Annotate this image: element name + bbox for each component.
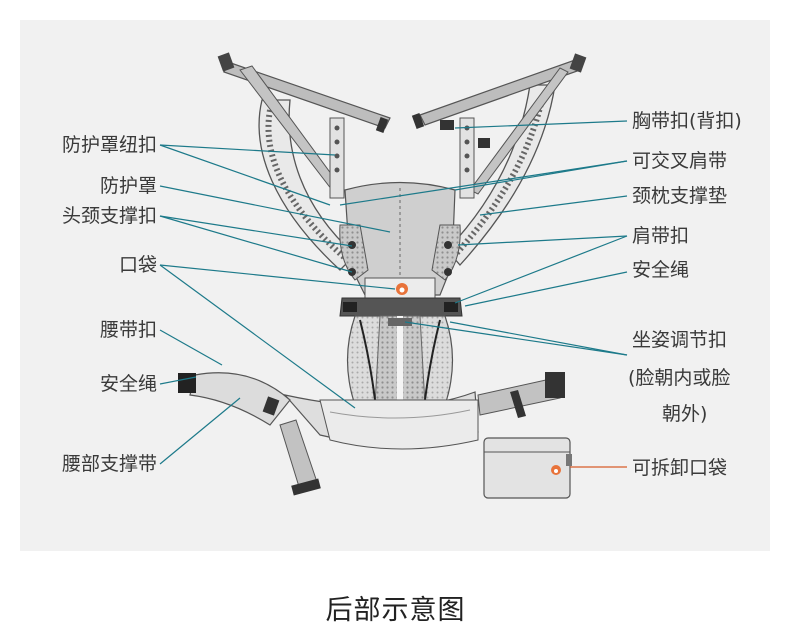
diagram-caption: 后部示意图 (325, 595, 466, 626)
label-pocket: 口袋 (118, 254, 157, 276)
label-cross-straps: 可交叉肩带 (632, 150, 728, 172)
label-seat-adjust-2: (脸朝内或脸 (628, 367, 731, 389)
label-neck-pillow: 颈枕支撑垫 (632, 185, 728, 207)
detachable-pocket-shape (483, 437, 572, 499)
label-shoulder-buckle: 肩带扣 (632, 225, 690, 247)
baby-carrier-illustration (159, 52, 628, 499)
leader-lines-right (339, 120, 628, 356)
label-chest-buckle: 胸带扣(背扣) (632, 110, 742, 132)
label-cover-button: 防护罩纽扣 (61, 134, 157, 156)
label-safety-cord-right: 安全绳 (632, 259, 690, 281)
carrier-body (339, 181, 463, 406)
leader-lines-left (159, 144, 396, 465)
label-head-support-buckle: 头颈支撑扣 (61, 205, 157, 227)
label-waist-belt: 腰部支撑带 (61, 453, 157, 475)
label-detachable-pocket: 可拆卸口袋 (632, 457, 728, 479)
left-shoulder-strap (217, 52, 391, 191)
label-waist-buckle: 腰带扣 (99, 319, 157, 341)
right-shoulder-strap (411, 53, 587, 195)
waist-belt-shape (178, 372, 565, 496)
diagram-panel (20, 20, 770, 551)
cover-snap-strips (329, 117, 490, 199)
label-seat-adjust-1: 坐姿调节扣 (632, 329, 728, 351)
label-safety-cord-left: 安全绳 (99, 373, 157, 395)
label-seat-adjust-3: 朝外) (662, 403, 708, 425)
label-cover: 防护罩 (99, 175, 157, 197)
